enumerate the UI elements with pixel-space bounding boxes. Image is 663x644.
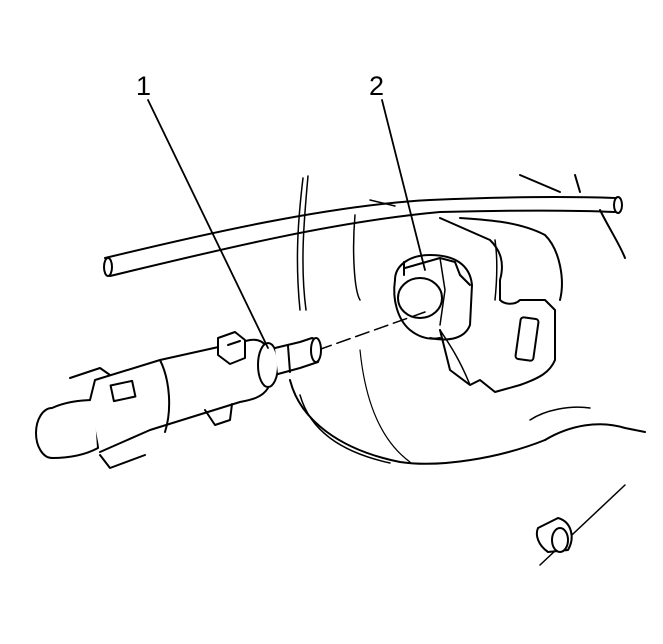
leader-line-2 [382,100,425,270]
alignment-line [318,312,425,350]
leader-line-1 [148,100,268,348]
retainer-clip [394,255,472,339]
trim-panel [290,175,645,464]
mounting-bracket [440,218,562,392]
callout-number-2: 2 [369,71,385,101]
small-fitting [537,485,625,565]
connector-assembly [36,332,321,468]
callout-number-1: 1 [136,71,152,101]
cable-rod [104,197,622,276]
